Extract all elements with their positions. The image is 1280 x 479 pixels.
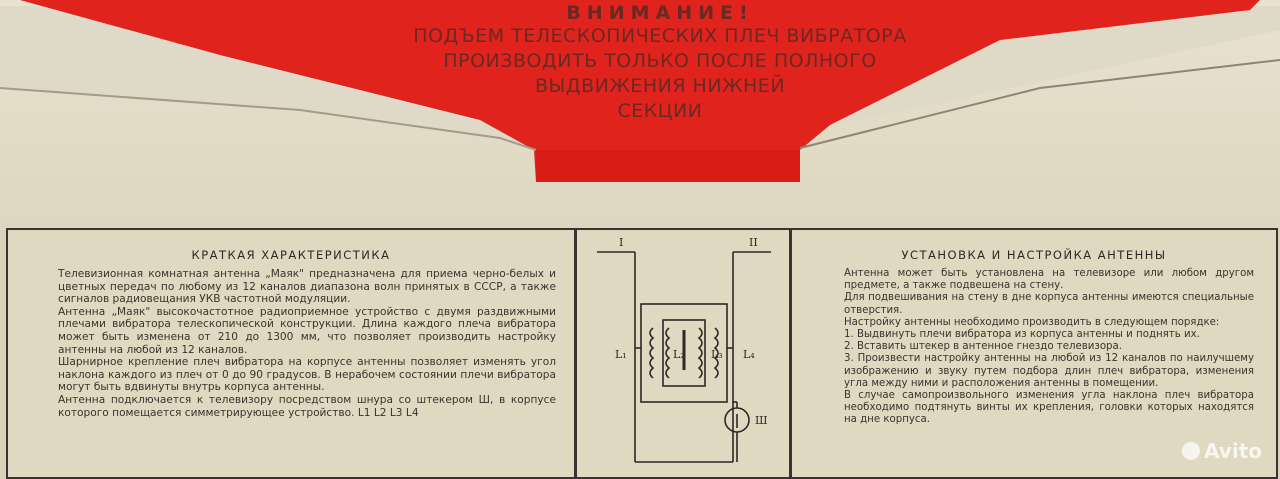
coil-l2-label: L₂ bbox=[673, 348, 685, 361]
characteristics-title: КРАТКАЯ ХАРАКТЕРИСТИКА bbox=[191, 248, 391, 262]
terminal-2-label: II bbox=[749, 236, 758, 249]
paragraph: 1. Выдвинуть плечи вибратора из корпуса … bbox=[844, 329, 1200, 341]
warning-text: ВНИМАНИЕ! ПОДЪЕМ ТЕЛЕСКОПИЧЕСКИХ ПЛЕЧ ВИ… bbox=[330, 2, 990, 124]
watermark-text: Avito bbox=[1204, 439, 1262, 463]
paragraph: Антенна может быть установлена на телеви… bbox=[844, 268, 1254, 292]
coil-l3-label: L₃ bbox=[711, 348, 723, 361]
red-flap bbox=[0, 0, 1280, 182]
paragraph: Шарнирное крепление плеч вибратора на ко… bbox=[58, 356, 556, 394]
paragraph: Антенна подключается к телевизору посред… bbox=[58, 393, 556, 419]
paragraph: Настройку антенны необходимо производить… bbox=[844, 316, 1220, 328]
warning-line: СЕКЦИИ bbox=[617, 100, 703, 122]
plug-label: Ш bbox=[755, 414, 768, 427]
paragraph: Для подвешивания на стену в дне корпуса … bbox=[844, 292, 1254, 316]
characteristics-panel: КРАТКАЯ ХАРАКТЕРИСТИКА Телевизионная ком… bbox=[6, 228, 576, 479]
paragraph: Антенна „Маяк" высокочастотное радиоприе… bbox=[58, 305, 556, 356]
warning-line: ПРОИЗВОДИТЬ ТОЛЬКО ПОСЛЕ ПОЛНОГО bbox=[443, 50, 877, 72]
warning-line: ВЫДВИЖЕНИЯ НИЖНЕЙ bbox=[534, 75, 786, 97]
circuit-diagram-panel: I II L₁ L₂ L₃ L₄ Ш bbox=[575, 228, 791, 479]
paragraph: В случае самопроизвольного изменения угл… bbox=[844, 390, 1254, 426]
paragraph: Телевизионная комнатная антенна „Маяк" п… bbox=[58, 268, 556, 306]
terminal-1-label: I bbox=[619, 236, 623, 249]
paragraph: 3. Произвести настройку антенны на любой… bbox=[844, 353, 1254, 389]
installation-title: УСТАНОВКА И НАСТРОЙКА АНТЕННЫ bbox=[901, 248, 1167, 262]
avito-logo-icon bbox=[1182, 442, 1201, 460]
circuit-diagram: I II L₁ L₂ L₃ L₄ Ш bbox=[597, 236, 771, 463]
paragraph: 2. Вставить штекер в антенное гнездо тел… bbox=[844, 341, 1123, 353]
watermark: Avito bbox=[1182, 439, 1262, 463]
warning-title: ВНИМАНИЕ! bbox=[566, 2, 754, 24]
installation-panel: УСТАНОВКА И НАСТРОЙКА АНТЕННЫ Антенна мо… bbox=[790, 228, 1278, 479]
coil-l4-label: L₄ bbox=[743, 348, 755, 361]
warning-line: ПОДЪЕМ ТЕЛЕСКОПИЧЕСКИХ ПЛЕЧ ВИБРАТОРА bbox=[413, 25, 907, 47]
coil-l1-label: L₁ bbox=[615, 348, 627, 361]
